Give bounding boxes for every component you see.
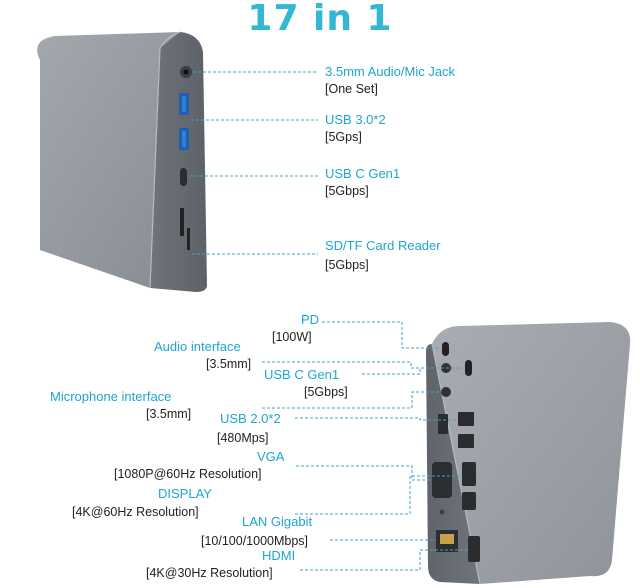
hdmi-port bbox=[468, 536, 480, 562]
audio-jack-port bbox=[180, 66, 192, 78]
label-hdmi: HDMI bbox=[262, 548, 296, 563]
hub-device-rear bbox=[426, 322, 631, 585]
label-vga: VGA bbox=[257, 449, 285, 464]
spec-vga: [1080P@60Hz Resolution] bbox=[114, 467, 262, 481]
spec-usb-c-gen1-rear: [5Gbps] bbox=[304, 385, 348, 399]
spec-display: [4K@60Hz Resolution] bbox=[72, 505, 199, 519]
usb3-port-1 bbox=[179, 93, 189, 115]
tf-card-slot bbox=[187, 228, 190, 250]
usb-c-rear-port bbox=[465, 360, 472, 376]
spec-audio-interface: [3.5mm] bbox=[206, 357, 252, 371]
usb-c-port bbox=[180, 168, 187, 186]
usb2-port-2 bbox=[458, 434, 474, 448]
label-usb3: USB 3.0*2 bbox=[325, 112, 386, 127]
label-usb-c-gen1-rear: USB C Gen1 bbox=[264, 367, 340, 382]
spec-usb3: [5Gps] bbox=[325, 130, 362, 144]
hub-device-top bbox=[37, 31, 207, 292]
spec-usb-c-gen1: [5Gbps] bbox=[325, 184, 369, 198]
spec-microphone-interface: [3.5mm] bbox=[146, 407, 192, 421]
label-sd-tf-reader: SD/TF Card Reader bbox=[325, 238, 441, 253]
label-pd: PD bbox=[301, 312, 320, 327]
spec-sd-tf-reader: [5Gbps] bbox=[325, 258, 369, 272]
displayport-port bbox=[462, 462, 476, 486]
vga-port bbox=[432, 462, 452, 498]
label-audio-mic-jack: 3.5mm Audio/Mic Jack bbox=[325, 64, 456, 79]
spec-lan-gigabit: [10/100/1000Mbps] bbox=[201, 534, 309, 548]
label-lan-gigabit: LAN Gigabit bbox=[242, 514, 313, 529]
label-usb-c-gen1: USB C Gen1 bbox=[325, 166, 401, 181]
label-display: DISPLAY bbox=[158, 486, 212, 501]
spec-usb2: [480Mps] bbox=[217, 431, 269, 445]
label-microphone-interface: Microphone interface bbox=[50, 389, 172, 404]
spec-audio-mic-jack: [One Set] bbox=[325, 82, 378, 96]
mic-port bbox=[441, 387, 451, 397]
page-title: 17 in 1 bbox=[247, 0, 393, 39]
label-audio-interface: Audio interface bbox=[154, 339, 241, 354]
spec-pd: [100W] bbox=[272, 330, 312, 344]
pd-port bbox=[442, 342, 449, 356]
sd-card-slot bbox=[180, 208, 184, 236]
spec-hdmi: [4K@30Hz Resolution] bbox=[146, 566, 273, 580]
label-usb2: USB 2.0*2 bbox=[220, 411, 281, 426]
usb3-port-2 bbox=[179, 128, 189, 150]
usb2-port-1 bbox=[458, 412, 474, 426]
